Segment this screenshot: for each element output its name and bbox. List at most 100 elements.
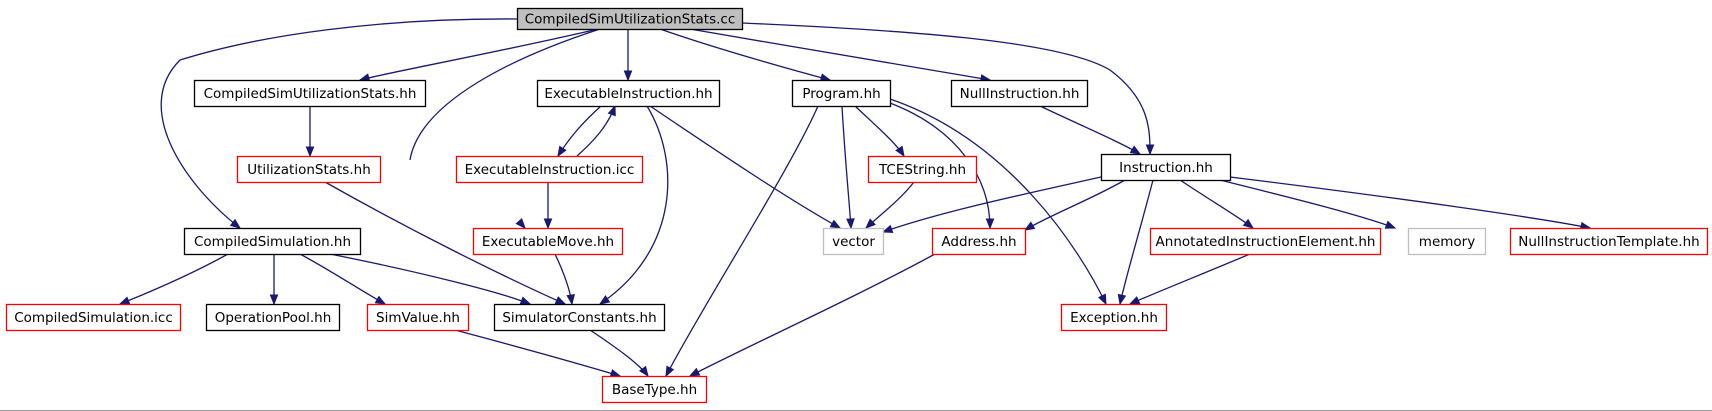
node-compiledsimutilizationstats-cc[interactable]: CompiledSimUtilizationStats.cc <box>516 7 744 31</box>
edge-line <box>889 98 1107 305</box>
node-label: ExecutableInstruction.icc <box>465 162 635 178</box>
edge-line <box>160 18 518 229</box>
node-annotatedinstructionelement-hh[interactable]: AnnotatedInstructionElement.hh <box>1149 227 1382 256</box>
arrowhead-icon <box>607 104 616 117</box>
node-label: CompiledSimulation.hh <box>194 234 351 250</box>
edge-simvalue-hh-to-basetype-hh <box>454 329 622 378</box>
arrowhead-icon <box>865 218 876 229</box>
edge-program-hh-to-basetype-hh <box>665 105 819 378</box>
arrowhead-icon <box>1097 293 1107 306</box>
node-operationpool-hh[interactable]: OperationPool.hh <box>205 303 341 332</box>
edge-line <box>1129 253 1251 305</box>
arrowhead-icon <box>985 218 995 230</box>
node-box <box>791 79 892 108</box>
arrowhead-icon <box>638 365 649 378</box>
node-instruction-hh[interactable]: Instruction.hh <box>1100 153 1232 182</box>
arrowhead-icon <box>1129 145 1142 155</box>
edge-line <box>454 329 621 377</box>
edge-address-hh-to-basetype-hh <box>688 253 936 377</box>
arrowhead-icon <box>895 145 905 158</box>
node-box <box>472 227 624 256</box>
node-compiledsimulation-hh[interactable]: CompiledSimulation.hh <box>183 227 362 256</box>
edge-compiled-sim-hh-to-sim-constants-hh <box>329 253 532 305</box>
edge-line <box>1219 179 1396 229</box>
edge-exec-instr-icc-to-exec-instr-hh <box>576 104 616 157</box>
node-compiledsimulation-icc[interactable]: CompiledSimulation.icc <box>5 303 182 332</box>
node-label: SimValue.hh <box>376 310 460 326</box>
edge-root-to-instruction-hh <box>741 22 1155 156</box>
edge-line <box>324 181 566 305</box>
edge-line <box>689 28 991 81</box>
edge-line <box>741 22 1151 155</box>
node-utilizationstats-hh[interactable]: UtilizationStats.hh <box>236 155 382 184</box>
arrowhead-icon <box>1117 293 1127 306</box>
node-label: TCEString.hh <box>878 162 966 178</box>
edge-instruction-hh-to-exception-hh <box>1117 179 1154 306</box>
edge-sim-constants-hh-to-basetype-hh <box>589 329 649 378</box>
node-label: Program.hh <box>802 86 880 102</box>
node-tcestring-hh[interactable]: TCEString.hh <box>867 155 978 184</box>
arrowhead-icon <box>543 218 553 230</box>
node-box <box>536 79 721 108</box>
edge-line <box>1179 179 1254 229</box>
node-label: NullInstructionTemplate.hh <box>1518 234 1699 250</box>
node-box <box>1149 227 1382 256</box>
node-simvalue-hh[interactable]: SimValue.hh <box>366 303 470 332</box>
edge-root-to-program-hh <box>659 28 832 82</box>
arrowhead-icon <box>688 367 701 377</box>
arrowhead-icon <box>118 296 131 305</box>
node-executableinstruction-icc[interactable]: ExecutableInstruction.icc <box>455 155 644 184</box>
node-label: UtilizationStats.hh <box>247 162 371 178</box>
node-box <box>822 227 885 256</box>
edge-exec-instr-hh-to-exec-instr-icc <box>557 105 602 158</box>
node-box <box>183 227 362 256</box>
graph-nodes: CompiledSimUtilizationStats.ccCompiledSi… <box>5 7 1709 404</box>
node-vector: vector <box>822 227 885 256</box>
edge-line <box>689 253 936 377</box>
edge-exec-instr-hh-to-sim-constants-hh <box>598 105 669 305</box>
edge-program-hh-to-exception-hh <box>889 98 1107 306</box>
arrowhead-icon <box>269 294 279 306</box>
node-compiledsimutilizationstats-hh[interactable]: CompiledSimUtilizationStats.hh <box>193 79 427 108</box>
arrowhead-icon <box>598 295 611 305</box>
node-box <box>5 303 182 332</box>
edge-root-to-exec-instr-hh <box>623 29 633 82</box>
edge-compiled-sim-hh-to-operation-pool-hh <box>269 253 279 306</box>
edge-compiled-sim-hh-to-compiled-sim-icc <box>118 253 229 305</box>
arrowhead-icon <box>1384 220 1397 229</box>
edge-program-hh-to-vector <box>841 105 855 230</box>
edge-program-hh-to-tcestring-hh <box>854 105 905 158</box>
node-box <box>1060 303 1168 332</box>
node-nullinstruction-hh[interactable]: NullInstruction.hh <box>950 79 1089 108</box>
edge-line <box>649 105 841 229</box>
edge-annot-hh-to-exception-hh <box>1128 253 1251 305</box>
node-box <box>950 79 1089 108</box>
node-label: SimulatorConstants.hh <box>502 310 656 326</box>
arrowhead-icon <box>554 296 567 305</box>
edge-root-to-exec-move-hh <box>409 28 601 230</box>
node-exception-hh[interactable]: Exception.hh <box>1060 303 1168 332</box>
edge-line <box>409 28 601 161</box>
arrowhead-icon <box>829 219 842 229</box>
arrowhead-icon <box>229 218 242 229</box>
edge-root-to-compiled-sim-hh <box>160 18 518 229</box>
node-box <box>493 303 666 332</box>
node-memory: memory <box>1407 227 1487 256</box>
arrowhead-icon <box>1128 296 1141 305</box>
node-address-hh[interactable]: Address.hh <box>931 227 1027 256</box>
node-nullinstructiontemplate-hh[interactable]: NullInstructionTemplate.hh <box>1509 227 1709 256</box>
node-simulatorconstants-hh[interactable]: SimulatorConstants.hh <box>493 303 666 332</box>
node-box <box>601 375 708 404</box>
edge-instruction-hh-to-vector <box>881 176 1102 233</box>
node-label: ExecutableInstruction.hh <box>544 86 712 102</box>
edge-instruction-hh-to-memory <box>1219 179 1397 229</box>
edge-line <box>665 105 819 377</box>
node-executableinstruction-hh[interactable]: ExecutableInstruction.hh <box>536 79 721 108</box>
edge-util-stats-hh-to-sim-constants-hh <box>324 181 567 305</box>
node-basetype-hh[interactable]: BaseType.hh <box>601 375 708 404</box>
node-executablemove-hh[interactable]: ExecutableMove.hh <box>472 227 624 256</box>
arrowhead-icon <box>557 145 567 158</box>
edge-instruction-hh-to-null-instr-tmpl-hh <box>1229 176 1592 231</box>
node-program-hh[interactable]: Program.hh <box>791 79 892 108</box>
